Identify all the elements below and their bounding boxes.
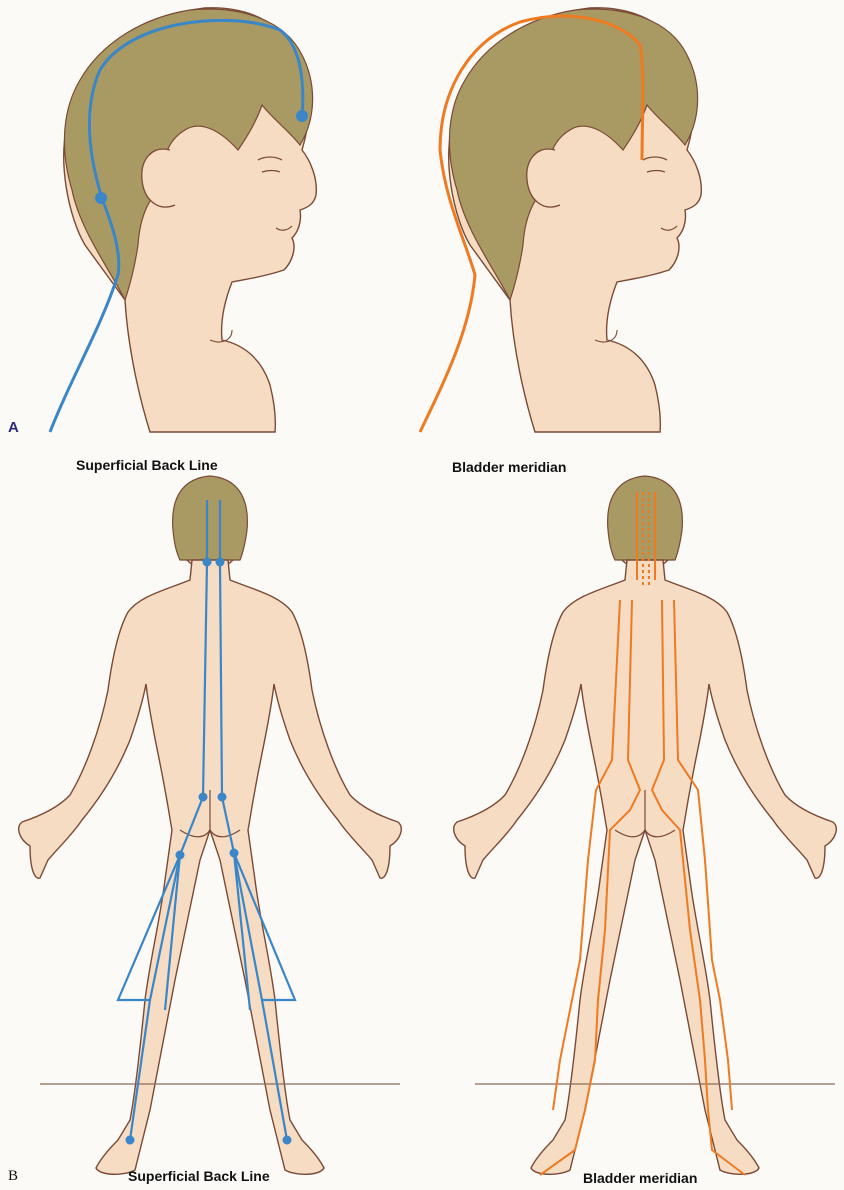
sbl-body-illustration — [19, 476, 402, 1174]
sbl-node — [230, 849, 239, 858]
sbl-node — [199, 793, 208, 802]
sbl-caption-bottom: Superficial Back Line — [128, 1168, 270, 1184]
panel-b-letter: B — [8, 1168, 18, 1184]
bladder-head-illustration — [420, 8, 701, 432]
sbl-node — [283, 1136, 292, 1145]
sbl-brow-node — [296, 110, 308, 122]
sbl-node — [176, 851, 185, 860]
sbl-node — [203, 558, 212, 567]
sbl-occiput-node — [95, 192, 107, 204]
panel-a-letter: A — [8, 419, 19, 436]
sbl-node — [126, 1136, 135, 1145]
bladder-caption-bottom: Bladder meridian — [583, 1170, 697, 1186]
sbl-node — [216, 558, 225, 567]
sbl-node — [218, 793, 227, 802]
bladder-caption-top: Bladder meridian — [452, 459, 566, 475]
bladder-body-illustration — [454, 476, 837, 1175]
sbl-caption-top: Superficial Back Line — [76, 457, 218, 473]
sbl-head-illustration — [50, 8, 316, 432]
